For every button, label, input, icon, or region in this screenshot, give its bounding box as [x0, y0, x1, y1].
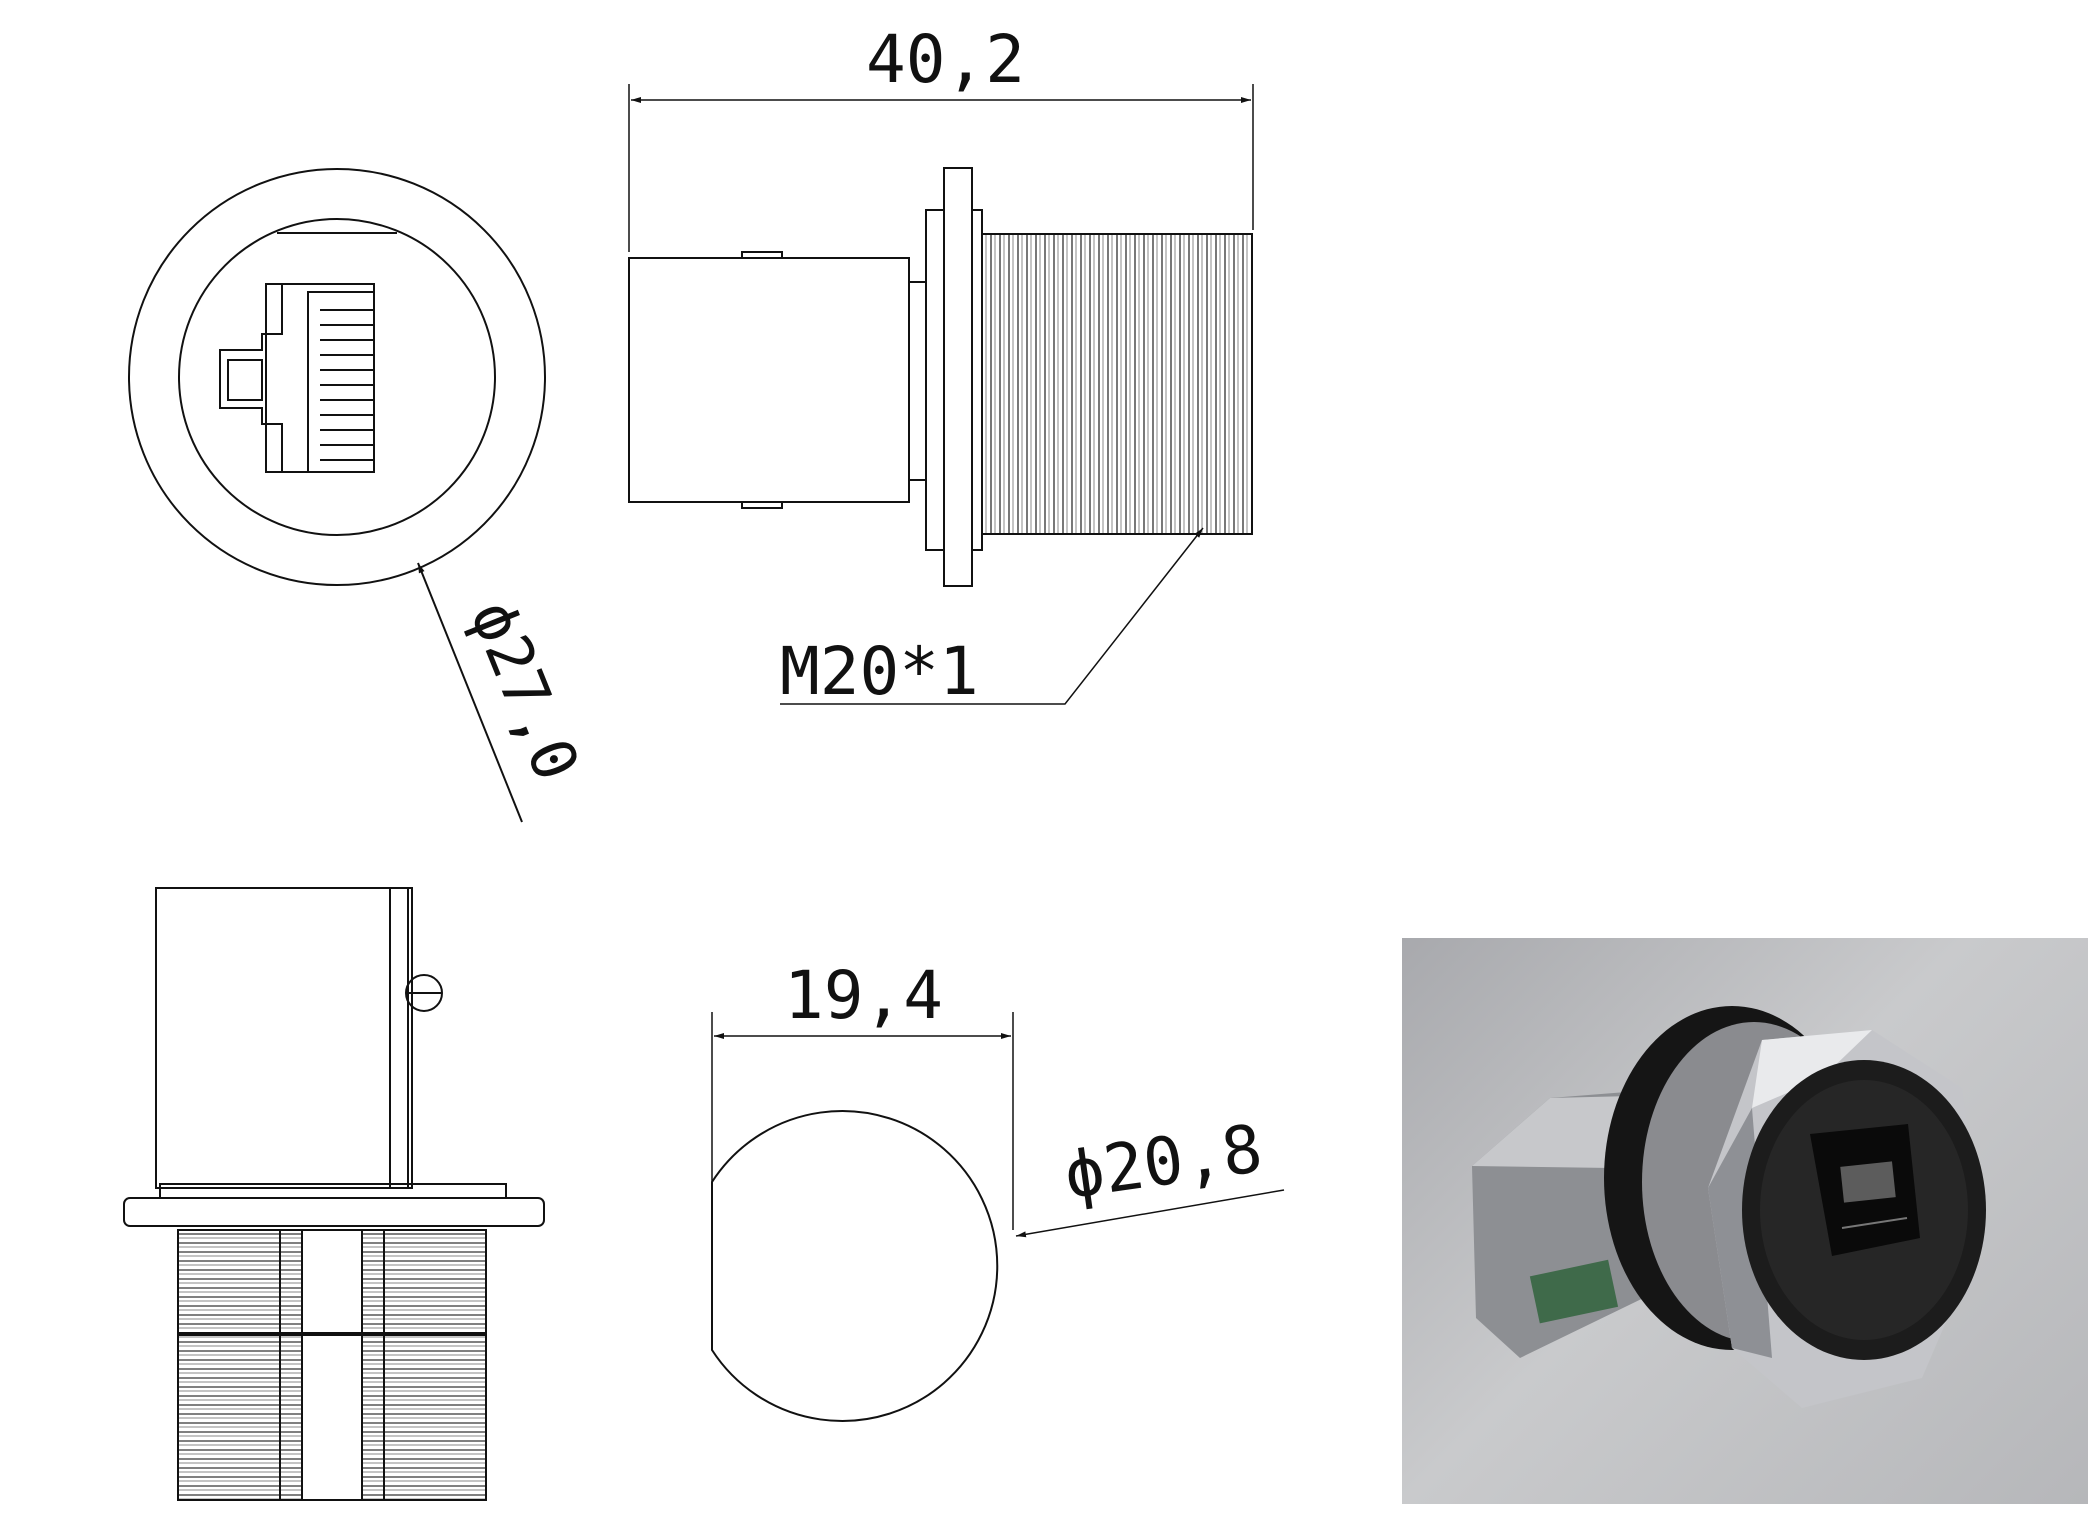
outer-diameter-label: ϕ27,0: [456, 590, 594, 790]
cutout-view: [711, 1012, 1285, 1422]
cutout-diameter-leader: [1015, 1189, 1285, 1238]
overall-length-label: 40,2: [866, 21, 1025, 98]
inner-ring: [178, 218, 496, 536]
flange-plate: [943, 167, 973, 587]
product-photo: [1402, 938, 2088, 1504]
cutout-shape: [711, 1110, 999, 1422]
bottom-view: [123, 887, 545, 1501]
side-view: [628, 84, 1254, 705]
connector-photo-image: [1472, 1006, 1986, 1408]
flange-top: [159, 1183, 507, 1199]
threaded-body: [981, 233, 1253, 535]
flange-inner: [971, 209, 983, 551]
outer-ring: [128, 168, 546, 586]
rj45-jack-icon: [219, 283, 375, 473]
cutout-width-label: 19,4: [784, 957, 943, 1034]
thread-spec-label: M20*1: [780, 633, 979, 710]
flange-base: [123, 1197, 545, 1227]
flange-outer: [925, 209, 945, 551]
front-view: [128, 168, 546, 823]
spacer: [908, 281, 927, 481]
diameter-leader: [417, 562, 523, 823]
rear-housing: [628, 257, 910, 503]
thread-leader: [780, 527, 1204, 705]
body-block: [155, 887, 391, 1189]
